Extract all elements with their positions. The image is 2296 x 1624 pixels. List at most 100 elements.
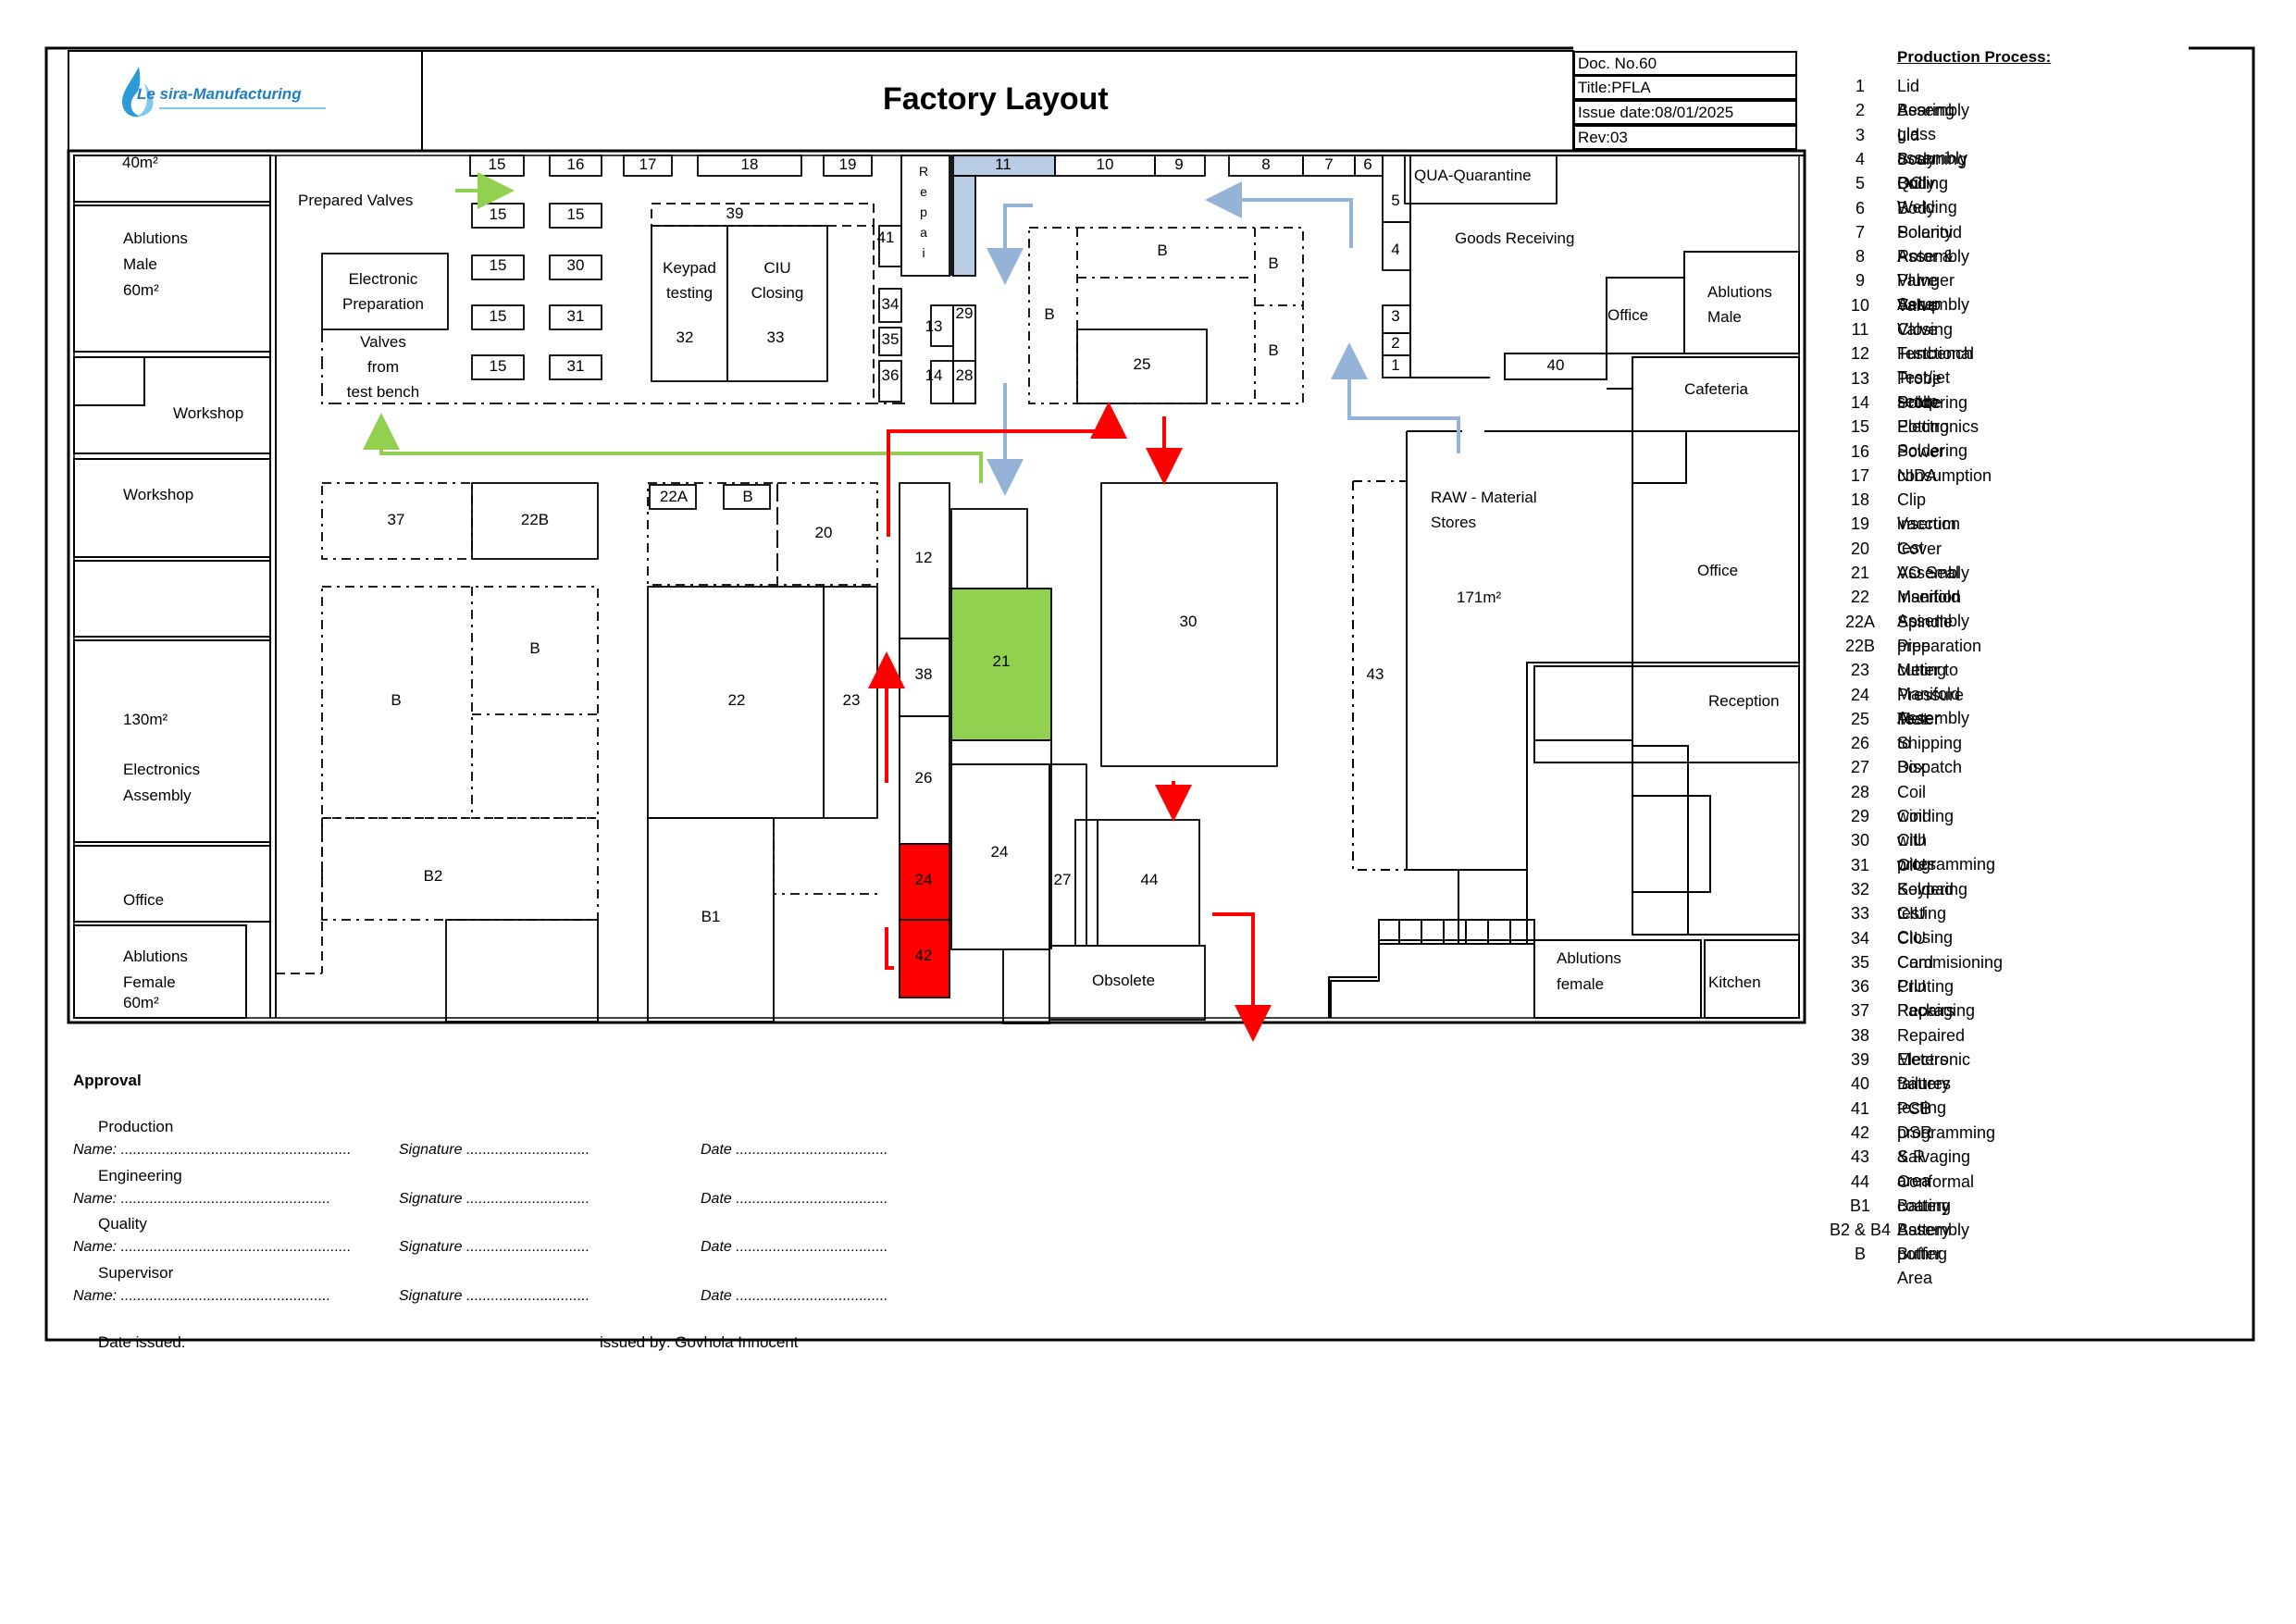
approval-signature-field[interactable]: Signature .............................. [399, 1190, 590, 1207]
legend-item-name: Salvaging area [1897, 1147, 1971, 1191]
issued-by: issued by: Govhola Innocent [600, 1333, 799, 1351]
legend-item-name: Valve Closing [1897, 295, 1954, 339]
legend-item-number: 10 [1850, 295, 1870, 315]
station-number-label: 30 [1179, 613, 1198, 630]
label-line: from [367, 358, 399, 376]
approval-date-field[interactable]: Date ...................................… [701, 1190, 888, 1207]
legend-item-number: 31 [1850, 855, 1870, 874]
legend-item-name: CIU Commisioning [1897, 928, 2004, 972]
legend-item-number: 42 [1850, 1122, 1870, 1142]
legend-item-number: 27 [1850, 758, 1870, 777]
legend-item-number: 29 [1850, 807, 1870, 825]
station-number-label: B [391, 691, 402, 709]
legend-item-name: Body Welding [1897, 174, 1957, 217]
ablutions-male-right: Ablutions Male [1707, 279, 1772, 329]
label-line: testing [665, 284, 714, 302]
station-number-label: 37 [387, 511, 405, 528]
legend-item-number: 22B [1844, 636, 1876, 655]
ablutions-male-left: Ablutions Male 60m² [123, 226, 188, 304]
legend-item-name: DSR & R area [1897, 1122, 1933, 1190]
water-drop-logo-icon [122, 67, 154, 118]
station-number-label: 19 [838, 155, 857, 173]
approval-name-field[interactable]: Name: ..................................… [73, 1239, 352, 1255]
legend-item-number: B1 [1849, 1196, 1871, 1215]
area-40m2: 40m² [122, 154, 158, 171]
legend-item-number: 38 [1850, 1025, 1870, 1045]
legend-item-number: 2 [1855, 101, 1865, 120]
label-line: test bench [346, 383, 420, 401]
approval-title: Approval [73, 1072, 142, 1089]
legend-item-number: 16 [1850, 441, 1870, 461]
approval-date-field[interactable]: Date ...................................… [701, 1239, 888, 1255]
label-letter: a [920, 225, 927, 240]
legend-item-number: 1 [1855, 77, 1865, 95]
station-number-label: 24 [990, 843, 1009, 861]
approval-signature-field[interactable]: Signature .............................. [399, 1239, 590, 1255]
approval-name-field[interactable]: Name: ..................................… [73, 1190, 331, 1207]
station-number-label: 28 [955, 366, 974, 384]
legend-item-name: Testbench [1897, 344, 1974, 364]
legend-item-number: 43 [1850, 1147, 1870, 1167]
electronics-assembly: 130m² Electronics Assembly [123, 711, 200, 805]
flow-arrows-red [868, 402, 1272, 1042]
label-line: Valves [360, 333, 406, 351]
station-number-label: 41 [876, 229, 895, 246]
legend-item-number: 26 [1850, 734, 1870, 753]
legend-item-name: Dispatch [1897, 758, 1963, 777]
legend-item-number: 18 [1850, 490, 1870, 510]
logo-underline [159, 107, 326, 109]
station-number-label: 15 [488, 155, 506, 173]
approval-name-field[interactable]: Name: ..................................… [73, 1142, 352, 1158]
legend-item-name: Shipping [1897, 734, 1963, 753]
station-12-highlight [950, 588, 1052, 741]
legend-item-name: Coil with wires [1897, 807, 1937, 874]
approval-signature-field[interactable]: Signature .............................. [399, 1287, 590, 1304]
legend-item-name: Pressure Test [1897, 685, 1965, 728]
legend-item-number: B [1854, 1245, 1866, 1264]
station-number-label: 22A [659, 488, 689, 505]
legend-item-name: CIU Soldering [1897, 855, 1968, 899]
approval-signature-field[interactable]: Signature .............................. [399, 1142, 590, 1158]
station-number-label: 11 [995, 155, 1011, 173]
issue-date: Issue date:08/01/2025 [1573, 100, 1797, 125]
legend-item-name: Battery testing [1897, 1074, 1951, 1118]
station-number-label: 18 [740, 155, 759, 173]
station-number-label: B1 [701, 908, 721, 925]
station-number-label: 6 [1363, 155, 1372, 173]
station-number-label: 40 [1546, 356, 1565, 374]
workshop-2: Workshop [123, 486, 194, 503]
legend-item-name: PCB programming [1897, 1098, 1996, 1142]
approval-date-field[interactable]: Date ...................................… [701, 1142, 888, 1158]
legend-item-number: 6 [1855, 198, 1865, 217]
station-number-label: 3 [1391, 307, 1400, 325]
legend-item-name: Valve Setup [1897, 271, 1942, 315]
legend-item-number: 22 [1850, 588, 1870, 607]
legend-item-number: 14 [1850, 392, 1870, 412]
legend-item-name: Rotor & Plunger Assembly [1897, 247, 1970, 315]
legend-item-name: Cover Assembly [1897, 539, 1970, 582]
legend-item-name: Power consumption [1897, 441, 1992, 485]
approval-role: Production [98, 1118, 174, 1135]
station-number-label: 44 [1140, 871, 1159, 888]
station-number-label: 27 [1053, 871, 1072, 888]
station-number-label: 9 [1174, 155, 1184, 173]
station-number-label: B [1157, 242, 1168, 259]
approval-date-field[interactable]: Date ...................................… [701, 1287, 888, 1304]
legend-item-number: 13 [1850, 368, 1870, 388]
approval-name-field[interactable]: Name: ..................................… [73, 1287, 331, 1304]
legend-item-number: 7 [1855, 222, 1865, 242]
legend-item-name: Electronic failures [1897, 1050, 1971, 1093]
legend-item-number: 28 [1850, 782, 1870, 801]
legend-item-name: Bearing glass assembly [1897, 101, 1968, 168]
legend-item-number: 12 [1850, 344, 1870, 364]
area-171m2: 171m² [1457, 589, 1502, 606]
legend-item-name: Pipe cutting [1897, 636, 1947, 679]
legend-item-name: CIU Closing [1897, 904, 1954, 948]
station-number-label: 35 [881, 330, 900, 348]
legend-item-name: Conformal coating [1897, 1172, 1975, 1215]
station-number-label: 5 [1391, 192, 1400, 209]
legend-item-number: 22A [1844, 612, 1876, 631]
obsolete: Obsolete [1092, 972, 1156, 989]
station-number-label: B [1044, 305, 1055, 323]
approval-role: Engineering [98, 1166, 182, 1184]
